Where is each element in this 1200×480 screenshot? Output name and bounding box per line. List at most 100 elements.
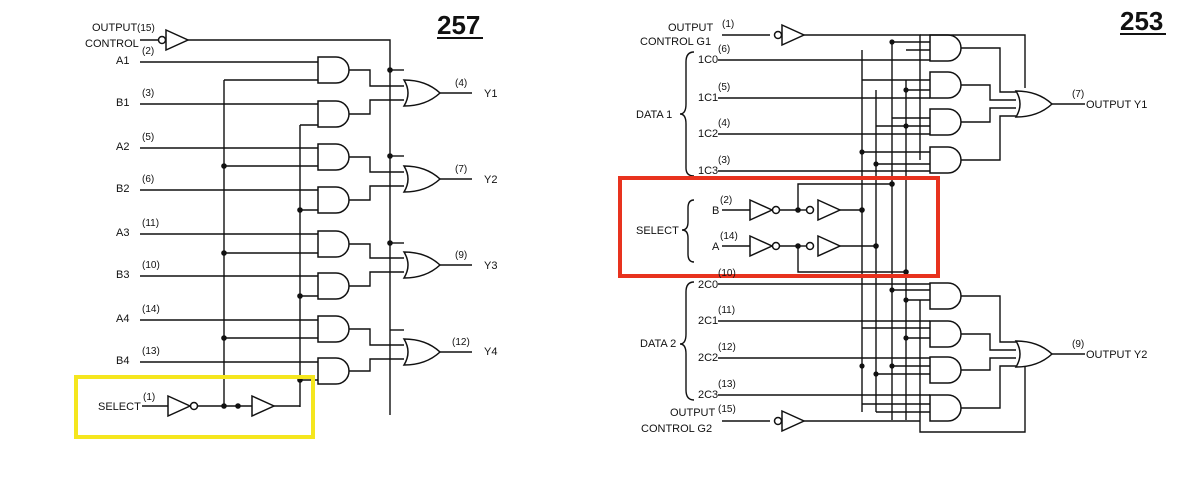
input-label: B4: [116, 355, 129, 367]
select-a-pin: (14): [720, 231, 738, 242]
and-gate-icon: [929, 108, 962, 136]
input-pin: (2): [142, 46, 154, 57]
and-gate-icon: [929, 282, 962, 310]
inverter-bubble-icon: [773, 30, 783, 40]
input-label: A3: [116, 227, 129, 239]
output-y2-label: OUTPUT Y2: [1086, 349, 1147, 361]
and-gates-253-bottom: [929, 282, 962, 422]
and-gate-icon: [929, 320, 962, 348]
inverter-bubble-icon: [805, 205, 815, 215]
output-pin: (7): [455, 164, 467, 175]
input-pin: (3): [142, 88, 154, 99]
or-gate-icon: [403, 79, 441, 107]
select-253: SELECT B (2) A (14): [636, 181, 909, 275]
select-label: SELECT: [636, 225, 679, 237]
input-label: 1C2: [698, 128, 718, 140]
output-pin: (4): [455, 78, 467, 89]
output-y2-pin: (9): [1072, 339, 1084, 350]
and-gate-icon: [317, 315, 350, 343]
or-gate-y2-icon: [1015, 340, 1053, 368]
mux-253-diagram: 253 OUTPUT (1) CONTROL G1 DATA 1 1C0 (6)…: [618, 6, 1166, 435]
output-control-g1-label-1: OUTPUT: [668, 22, 714, 34]
select-257: SELECT (1): [98, 392, 300, 417]
input-label: 2C1: [698, 315, 718, 327]
input-pin: (13): [718, 379, 736, 390]
inverter-bubble-icon: [771, 241, 781, 251]
input-pin: (5): [718, 82, 730, 93]
output-label: Y1: [484, 88, 497, 100]
select-pin: (1): [143, 392, 155, 403]
input-label: B2: [116, 183, 129, 195]
and-gate-icon: [929, 394, 962, 422]
inverter-bubble-icon: [771, 205, 781, 215]
inverter-bubble-icon: [805, 241, 815, 251]
select-a-label: A: [712, 241, 720, 253]
output-label: Y2: [484, 174, 497, 186]
and-gate-icon: [317, 186, 350, 214]
select-a-inverter-icon: [749, 235, 773, 257]
output-pin: (12): [452, 337, 470, 348]
output-control-g1-label-2: CONTROL G1: [640, 36, 711, 48]
select-a-buffer-icon: [817, 235, 841, 257]
output-control-g1-inverter-icon: [781, 24, 805, 46]
output-control-g2-label-2: CONTROL G2: [641, 423, 712, 435]
and-gate-icon: [929, 146, 962, 174]
select-b-buffer-icon: [817, 199, 841, 221]
input-label: 1C1: [698, 92, 718, 104]
data2-label: DATA 2: [640, 338, 676, 350]
input-pin: (3): [718, 155, 730, 166]
select-label: SELECT: [98, 401, 141, 413]
select-b-label: B: [712, 205, 719, 217]
and-gates-253-top: [929, 34, 962, 174]
inverter-bubble-icon: [189, 401, 199, 411]
input-label: 1C3: [698, 165, 718, 177]
input-label: A1: [116, 55, 129, 67]
data1-label: DATA 1: [636, 109, 672, 121]
output-control-g1-pin: (1): [722, 19, 734, 30]
output-control-g2-pin: (15): [718, 404, 736, 415]
output-control-g2-inverter-icon: [781, 410, 805, 432]
outputs-257: (4) Y1 (7) Y2 (9) Y3 (12) Y4: [440, 78, 497, 358]
and-gate-icon: [317, 143, 350, 171]
and-gate-icon: [317, 100, 350, 128]
select-inverter-icon: [167, 395, 191, 417]
or-gate-y1-icon: [1015, 90, 1053, 118]
input-pin: (10): [718, 268, 736, 279]
and-gates-257: [317, 56, 350, 385]
title-257: 257: [437, 10, 480, 40]
inverter-bubble-icon: [157, 35, 167, 45]
input-label: A4: [116, 313, 129, 325]
input-pin: (10): [142, 260, 160, 271]
select-highlight-box: [74, 375, 315, 439]
and-gate-icon: [317, 230, 350, 258]
data2-inputs: 2C0 (10) 2C1 (11) 2C2 (12) 2C3 (13): [698, 268, 930, 401]
input-label: B1: [116, 97, 129, 109]
input-pin: (6): [718, 44, 730, 55]
or-gate-icon: [403, 251, 441, 279]
select-b-inverter-icon: [749, 199, 773, 221]
and-gate-icon: [317, 272, 350, 300]
input-label: 2C0: [698, 279, 718, 291]
input-label: 1C0: [698, 54, 718, 66]
and-gate-icon: [929, 71, 962, 99]
input-pin: (5): [142, 132, 154, 143]
select-buffer-icon: [251, 395, 275, 417]
output-pin: (9): [455, 250, 467, 261]
output-label: Y4: [484, 346, 497, 358]
select-b-pin: (2): [720, 195, 732, 206]
output-control-label-1: OUTPUT: [92, 22, 138, 34]
title-253: 253: [1120, 6, 1163, 36]
input-pin: (4): [718, 118, 730, 129]
and-gate-icon: [929, 356, 962, 384]
output-control-inverter-icon: [165, 29, 189, 51]
or-gates-257: [403, 79, 441, 366]
or-gate-icon: [403, 165, 441, 193]
or-gate-icon: [403, 338, 441, 366]
inverter-bubble-icon: [773, 416, 783, 426]
input-label: B3: [116, 269, 129, 281]
inputs-257: A1 (2) B1 (3) A2 (5) B2 (6) A3 (11) B3 (…: [116, 46, 318, 367]
and-gate-icon: [929, 34, 962, 62]
input-pin: (6): [142, 174, 154, 185]
data1-inputs: 1C0 (6) 1C1 (5) 1C2 (4) 1C3 (3): [698, 44, 930, 177]
